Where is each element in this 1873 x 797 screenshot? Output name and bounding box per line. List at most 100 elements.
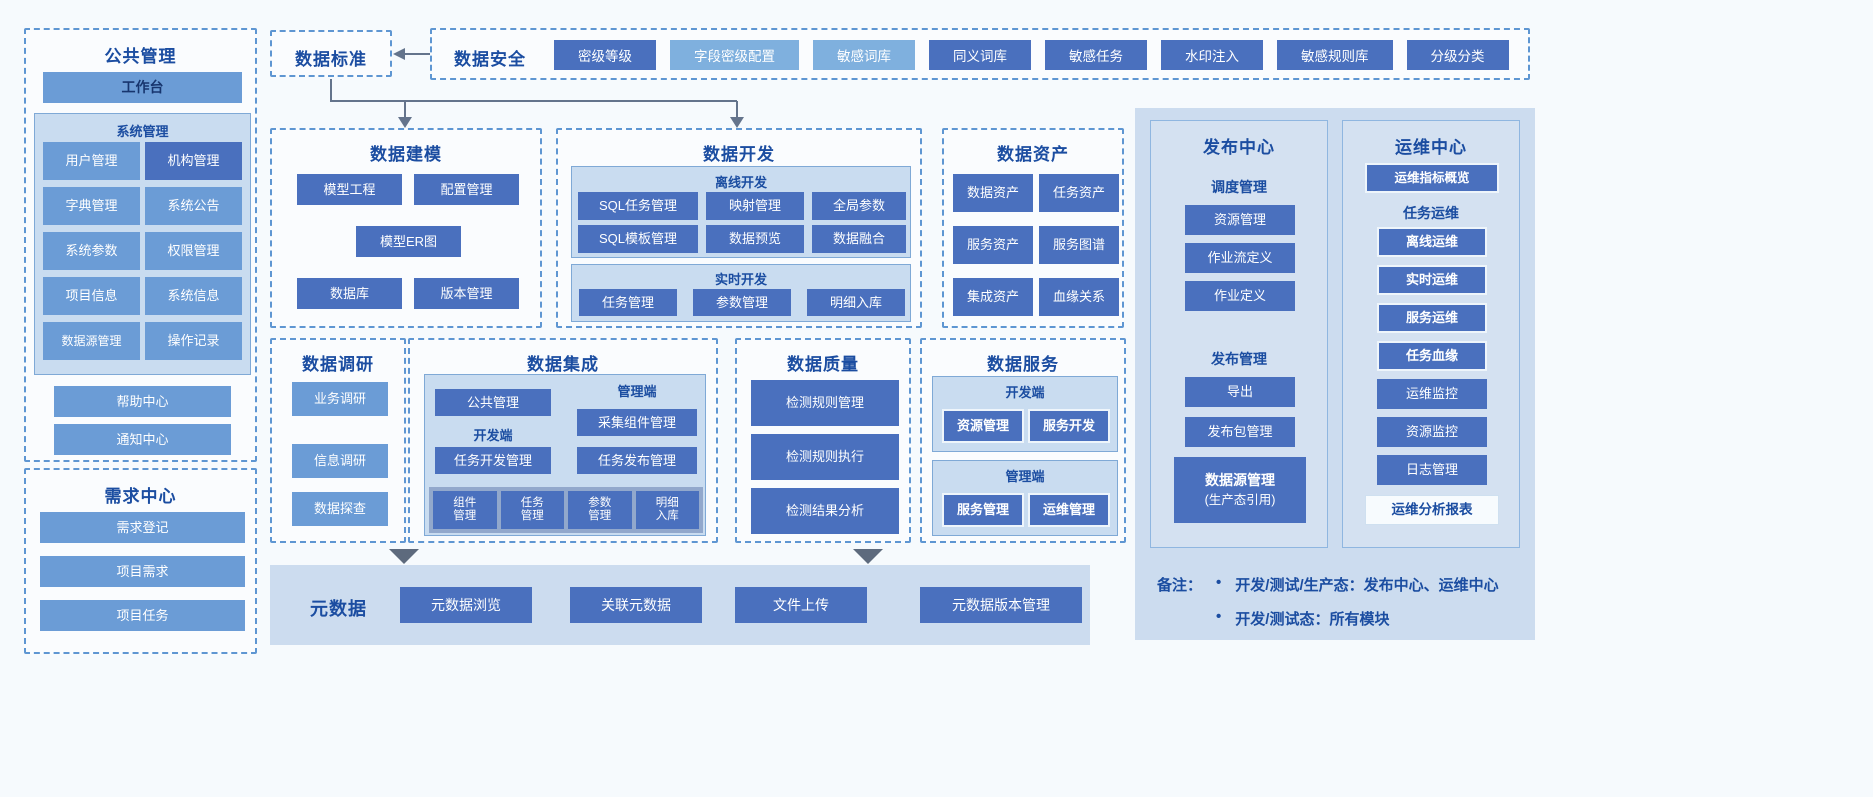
permission-management-button[interactable]: 权限管理 xyxy=(145,232,242,270)
prod-datasource-mgmt-button[interactable]: 数据源管理 (生产态引用) xyxy=(1174,457,1306,523)
service-graph-button[interactable]: 服务图谱 xyxy=(1039,226,1119,264)
job-definition-button[interactable]: 作业定义 xyxy=(1185,281,1295,311)
sensitive-rulebase-button[interactable]: 敏感规则库 xyxy=(1277,40,1393,70)
grading-classify-button[interactable]: 分级分类 xyxy=(1406,40,1509,70)
log-mgmt-button[interactable]: 日志管理 xyxy=(1377,455,1487,485)
data-research-title: 数据调研 xyxy=(302,355,374,374)
note-item: • 开发/测试/生产态：发布中心、运维中心 xyxy=(1216,574,1499,595)
metadata-browse-button[interactable]: 元数据浏览 xyxy=(400,587,532,623)
export-button[interactable]: 导出 xyxy=(1185,377,1295,407)
workbench-button[interactable]: 工作台 xyxy=(43,72,242,103)
project-task-button[interactable]: 项目任务 xyxy=(40,600,245,631)
field-classification-button[interactable]: 字段密级配置 xyxy=(670,40,799,70)
triangle-down-icon xyxy=(389,549,419,564)
rt-param-mgmt-button[interactable]: 参数管理 xyxy=(693,289,791,316)
task-release-mgmt-button[interactable]: 任务发布管理 xyxy=(577,447,697,474)
resource-mgmt-button[interactable]: 资源管理 xyxy=(942,409,1024,443)
service-asset-button[interactable]: 服务资产 xyxy=(953,226,1033,264)
strip-component-mgmt-button[interactable]: 组件 管理 xyxy=(433,491,497,529)
system-announcement-button[interactable]: 系统公告 xyxy=(145,187,242,225)
detection-result-analysis-button[interactable]: 检测结果分析 xyxy=(751,488,899,534)
task-dev-mgmt-button[interactable]: 任务开发管理 xyxy=(435,447,551,474)
watermark-inject-button[interactable]: 水印注入 xyxy=(1161,40,1263,70)
sql-task-mgmt-button[interactable]: SQL任务管理 xyxy=(578,192,698,220)
dict-management-button[interactable]: 字典管理 xyxy=(43,187,140,225)
collector-component-mgmt-button[interactable]: 采集组件管理 xyxy=(577,409,697,436)
schedule-resource-mgmt-button[interactable]: 资源管理 xyxy=(1185,205,1295,235)
service-mgmt-side-label: 管理端 xyxy=(1005,469,1045,484)
ops-center-title: 运维中心 xyxy=(1395,138,1467,157)
panel-data-service: 数据服务 开发端 资源管理 服务开发 管理端 服务管理 运维管理 xyxy=(920,338,1126,543)
data-service-title: 数据服务 xyxy=(987,355,1059,374)
metadata-version-mgmt-button[interactable]: 元数据版本管理 xyxy=(920,587,1082,623)
data-preview-button[interactable]: 数据预览 xyxy=(706,225,804,253)
ops-monitor-button[interactable]: 运维监控 xyxy=(1377,379,1487,409)
strip-detail-store-button[interactable]: 明细 入库 xyxy=(635,491,699,529)
project-info-button[interactable]: 项目信息 xyxy=(43,277,140,315)
service-dev-button[interactable]: 服务开发 xyxy=(1028,409,1110,443)
offline-ops-button[interactable]: 离线运维 xyxy=(1377,227,1487,257)
detection-rule-mgmt-button[interactable]: 检测规则管理 xyxy=(751,380,899,426)
demand-register-button[interactable]: 需求登记 xyxy=(40,512,245,543)
realtime-ops-button[interactable]: 实时运维 xyxy=(1377,265,1487,295)
integration-strip: 组件 管理 任务 管理 参数 管理 明细 入库 xyxy=(429,487,703,533)
classification-level-button[interactable]: 密级等级 xyxy=(554,40,656,70)
detection-rule-exec-button[interactable]: 检测规则执行 xyxy=(751,434,899,480)
note-item: • 开发/测试态：所有模块 xyxy=(1216,608,1499,629)
related-metadata-button[interactable]: 关联元数据 xyxy=(570,587,702,623)
triangle-down-icon xyxy=(853,549,883,564)
ops-overview-button[interactable]: 运维指标概览 xyxy=(1365,163,1499,193)
operation-log-button[interactable]: 操作记录 xyxy=(145,322,242,360)
integration-asset-button[interactable]: 集成资产 xyxy=(953,278,1033,316)
lineage-relation-button[interactable]: 血缘关系 xyxy=(1039,278,1119,316)
strip-task-mgmt-button[interactable]: 任务 管理 xyxy=(500,491,564,529)
sql-template-mgmt-button[interactable]: SQL模板管理 xyxy=(578,225,698,253)
jobflow-definition-button[interactable]: 作业流定义 xyxy=(1185,243,1295,273)
rt-detail-store-button[interactable]: 明细入库 xyxy=(807,289,905,316)
user-management-button[interactable]: 用户管理 xyxy=(43,142,140,180)
data-quality-title: 数据质量 xyxy=(787,355,859,374)
integration-dev-side-label: 开发端 xyxy=(473,428,513,443)
database-button[interactable]: 数据库 xyxy=(297,278,402,309)
offline-dev-group: 离线开发 SQL任务管理 映射管理 全局参数 SQL模板管理 数据预览 数据融合 xyxy=(571,166,911,258)
data-asset-button[interactable]: 数据资产 xyxy=(953,174,1033,212)
mapping-mgmt-button[interactable]: 映射管理 xyxy=(706,192,804,220)
version-management-button[interactable]: 版本管理 xyxy=(414,278,519,309)
release-center-column: 发布中心 调度管理 资源管理 作业流定义 作业定义 发布管理 导出 发布包管理 … xyxy=(1150,120,1328,548)
system-info-button[interactable]: 系统信息 xyxy=(145,277,242,315)
task-lineage-button[interactable]: 任务血缘 xyxy=(1377,341,1487,371)
ops-center-column: 运维中心 运维指标概览 任务运维 离线运维 实时运维 服务运维 任务血缘 运维监… xyxy=(1342,120,1520,548)
release-ops-panel: 发布中心 调度管理 资源管理 作业流定义 作业定义 发布管理 导出 发布包管理 … xyxy=(1135,108,1535,640)
strip-param-mgmt-button[interactable]: 参数 管理 xyxy=(568,491,632,529)
global-params-button[interactable]: 全局参数 xyxy=(812,192,906,220)
sensitive-task-button[interactable]: 敏感任务 xyxy=(1045,40,1147,70)
config-management-button[interactable]: 配置管理 xyxy=(414,174,519,205)
project-demand-button[interactable]: 项目需求 xyxy=(40,556,245,587)
realtime-dev-label: 实时开发 xyxy=(714,272,767,287)
service-mgmt-button[interactable]: 服务管理 xyxy=(942,493,1024,527)
model-engineering-button[interactable]: 模型工程 xyxy=(297,174,402,205)
org-management-button[interactable]: 机构管理 xyxy=(145,142,242,180)
data-standard-title: 数据标准 xyxy=(295,50,367,69)
release-package-mgmt-button[interactable]: 发布包管理 xyxy=(1185,417,1295,447)
data-fusion-button[interactable]: 数据融合 xyxy=(812,225,906,253)
synonym-lexicon-button[interactable]: 同义词库 xyxy=(929,40,1031,70)
business-research-button[interactable]: 业务调研 xyxy=(292,382,388,416)
rt-task-mgmt-button[interactable]: 任务管理 xyxy=(579,289,677,316)
task-ops-label: 任务运维 xyxy=(1403,205,1459,221)
notification-center-button[interactable]: 通知中心 xyxy=(54,424,231,455)
model-er-diagram-button[interactable]: 模型ER图 xyxy=(356,226,461,257)
info-research-button[interactable]: 信息调研 xyxy=(292,444,388,478)
ops-report-button[interactable]: 运维分析报表 xyxy=(1365,495,1499,525)
service-ops-button[interactable]: 服务运维 xyxy=(1377,303,1487,333)
data-exploration-button[interactable]: 数据探查 xyxy=(292,492,388,526)
ops-mgmt-button[interactable]: 运维管理 xyxy=(1028,493,1110,527)
resource-monitor-button[interactable]: 资源监控 xyxy=(1377,417,1487,447)
system-params-button[interactable]: 系统参数 xyxy=(43,232,140,270)
file-upload-button[interactable]: 文件上传 xyxy=(735,587,867,623)
datasource-management-button[interactable]: 数据源管理 xyxy=(43,322,140,360)
help-center-button[interactable]: 帮助中心 xyxy=(54,386,231,417)
task-asset-button[interactable]: 任务资产 xyxy=(1039,174,1119,212)
sensitive-lexicon-button[interactable]: 敏感词库 xyxy=(813,40,915,70)
integration-public-mgmt-button[interactable]: 公共管理 xyxy=(435,389,551,416)
